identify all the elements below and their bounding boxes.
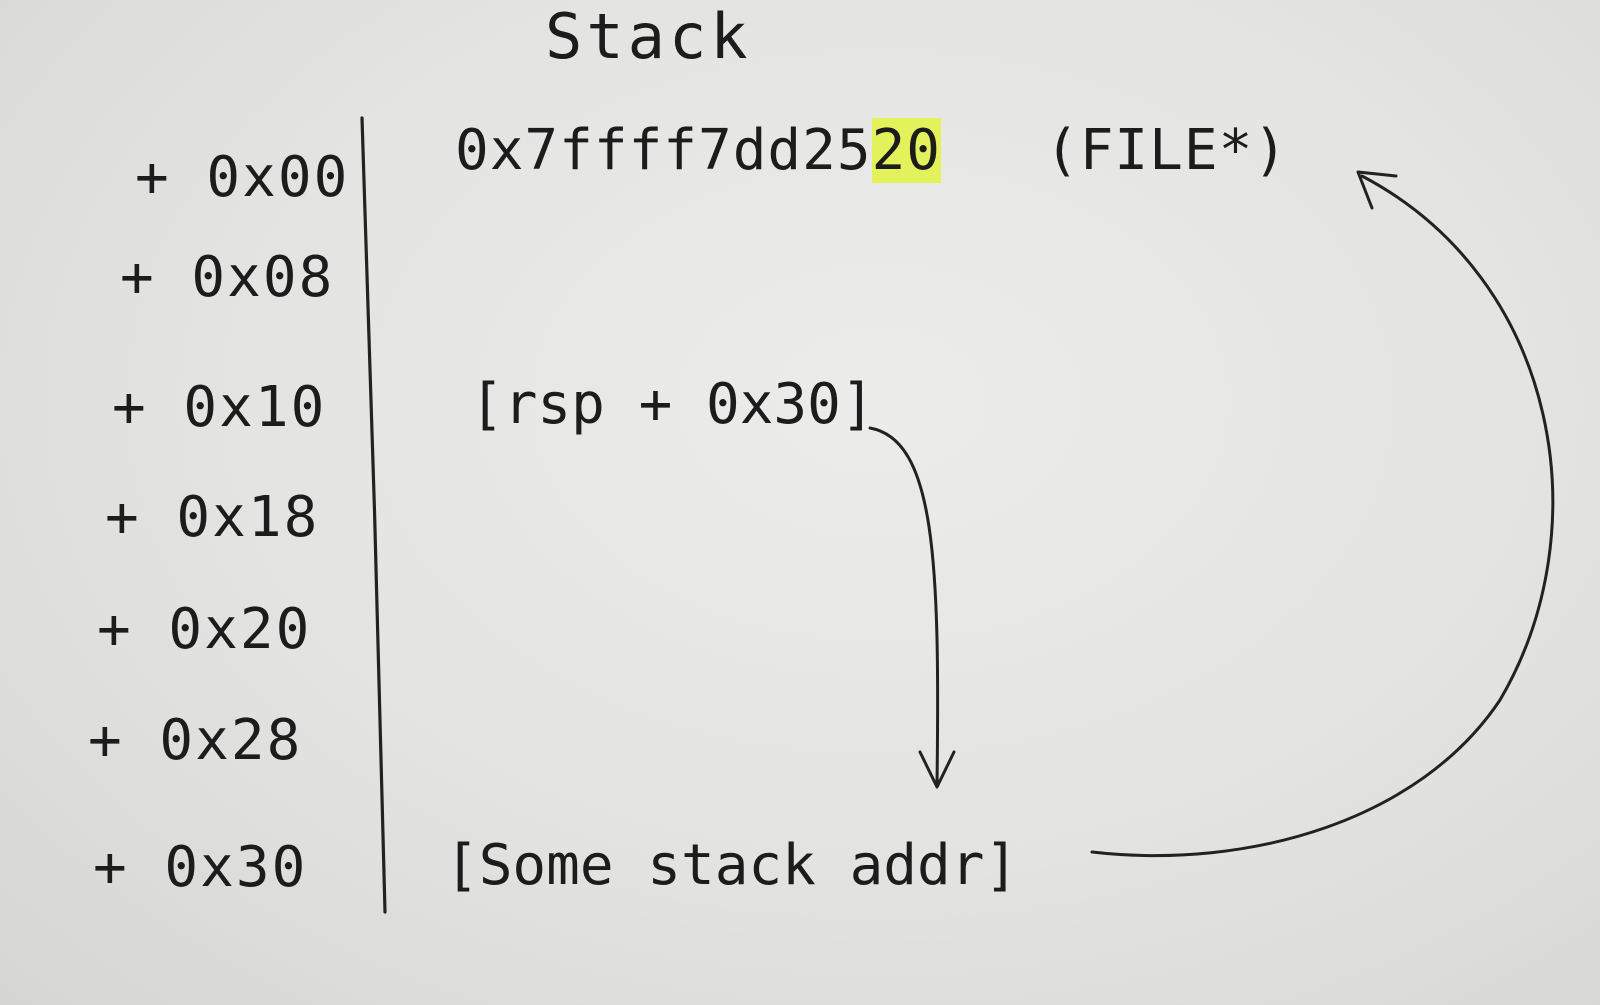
address-prefix: 0x7ffff7dd25 [455,118,872,183]
pointer-arrow-up [1090,174,1555,858]
offset-label: + 0x10 [112,375,327,440]
offset-label: + 0x28 [88,708,303,773]
offset-label: + 0x20 [97,597,312,662]
offset-label: + 0x08 [120,245,335,310]
arrowhead-up-icon [1356,170,1398,210]
slot-0x30-value: [Some stack addr] [445,833,1019,898]
file-pointer-note: (FILE*) [1045,118,1289,183]
slot-0x10-value: [rsp + 0x30] [470,372,875,437]
slot-0x00-value: 0x7ffff7dd2520 [455,118,942,183]
stack-divider-line [360,116,387,914]
stack-title: Stack [545,0,752,73]
offset-label: + 0x18 [105,485,320,550]
offset-label: + 0x30 [93,835,308,900]
pointer-arrow-down [868,426,940,787]
address-highlight: 20 [871,118,942,183]
arrowhead-down-icon [918,750,956,789]
offset-label: + 0x00 [135,145,350,210]
